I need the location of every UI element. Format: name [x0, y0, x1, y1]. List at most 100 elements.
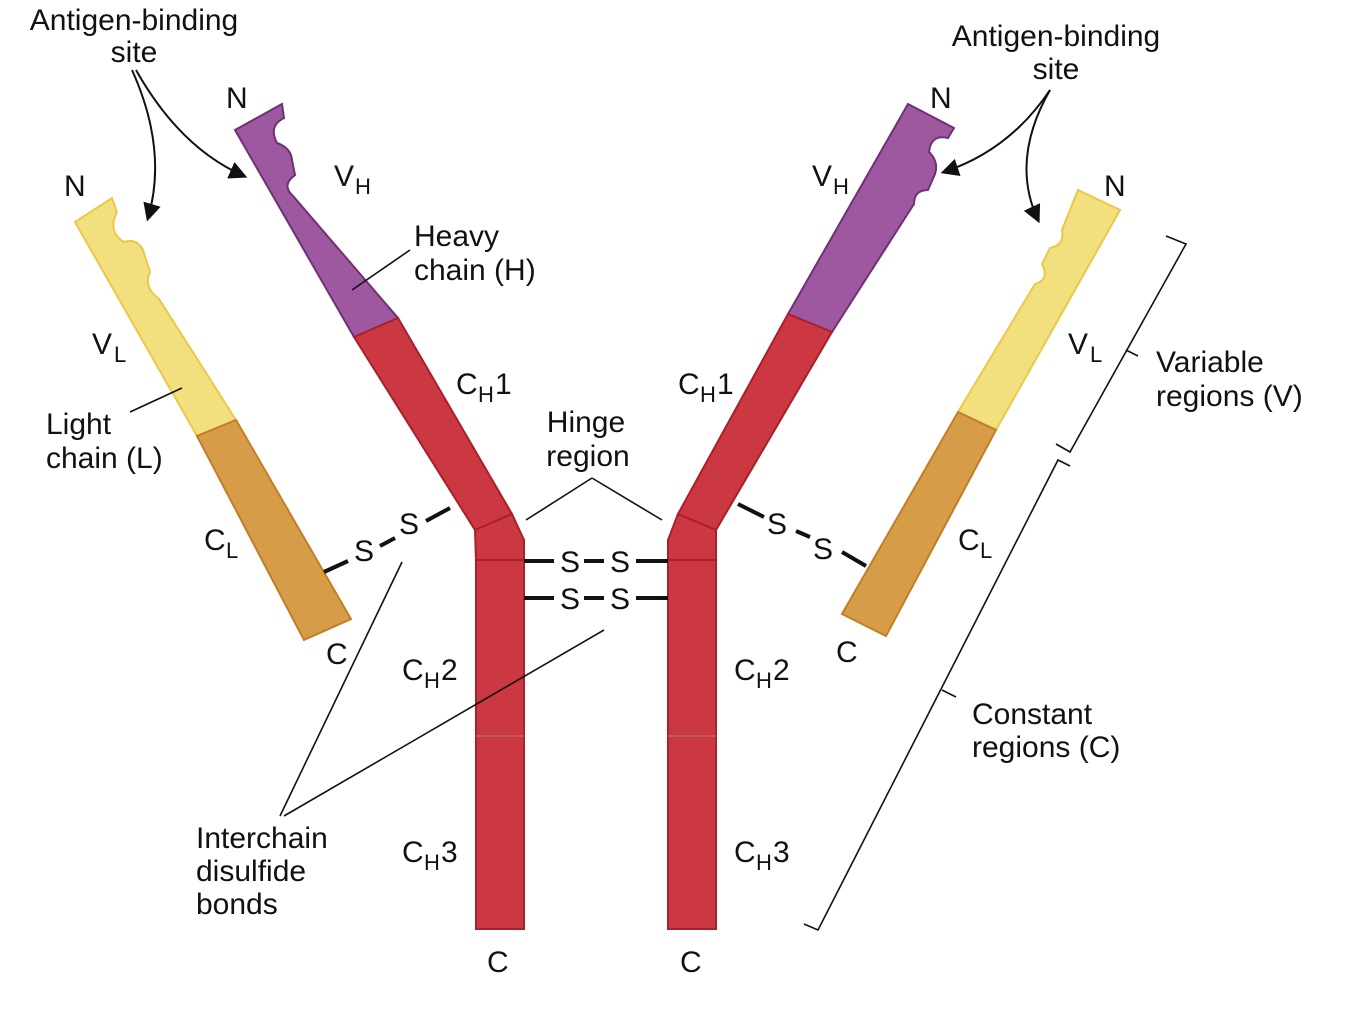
right-heavy-chain-ch2-domain: [667, 559, 717, 737]
curved-arrow-icon: [940, 89, 1051, 176]
svg-text:C: C: [204, 524, 226, 557]
right-heavy-chain-variable-region: [786, 102, 956, 334]
ch3-label-right: C H 3: [734, 836, 790, 875]
svg-text:H: H: [700, 382, 716, 407]
svg-text:V: V: [1068, 328, 1088, 361]
vl-label-left: V L: [92, 328, 126, 367]
heavy-chain-label-line-2: chain (H): [414, 254, 536, 287]
svg-text:H: H: [478, 382, 494, 407]
disulfide-s-hinge-2b: S: [610, 583, 630, 616]
svg-text:C: C: [678, 368, 700, 401]
interchain-disulfide-label-line-1: Interchain: [196, 822, 328, 855]
svg-text:L: L: [114, 342, 126, 367]
disulfide-s-hinge-2a: S: [560, 583, 580, 616]
svg-text:L: L: [980, 538, 992, 563]
left-heavy-chain-ch2-domain: [475, 559, 525, 737]
vh-label-left: V H: [334, 160, 371, 199]
c-terminus-left-heavy: C: [487, 946, 509, 979]
svg-text:L: L: [226, 538, 238, 563]
n-terminus-left-light: N: [64, 170, 86, 203]
left-light-chain-variable-region: [73, 196, 238, 438]
ch3-label-left: C H 3: [402, 836, 458, 875]
svg-text:C: C: [456, 368, 478, 401]
antigen-binding-site-right-line-1: Antigen-binding: [952, 20, 1161, 53]
n-terminus-right-light: N: [1104, 170, 1126, 203]
constant-regions-label-line-2: regions (C): [972, 731, 1120, 764]
leader-lines: [129, 69, 1188, 932]
svg-text:C: C: [734, 654, 756, 687]
left-heavy-chain-hinge-domain: [473, 512, 525, 561]
variable-regions-label-line-1: Variable: [1156, 346, 1264, 379]
left-heavy-chain-ch3-domain: [475, 735, 525, 930]
right-light-chain-constant-region: [840, 410, 998, 638]
antigen-binding-site-left-line-2: site: [111, 36, 158, 69]
hinge-region-label-line-1: Hinge: [547, 406, 625, 439]
light-chain-label-line-2: chain (L): [46, 442, 163, 475]
antigen-binding-site-right-line-2: site: [1033, 53, 1080, 86]
svg-text:C: C: [734, 836, 756, 869]
svg-text:2: 2: [773, 654, 790, 687]
right-heavy-chain-ch1-domain: [676, 312, 834, 532]
svg-text:3: 3: [441, 836, 458, 869]
svg-text:C: C: [958, 524, 980, 557]
ch2-label-left: C H 2: [402, 654, 458, 693]
svg-text:C: C: [402, 836, 424, 869]
heavy-chain-label-line-1: Heavy: [414, 220, 499, 253]
svg-text:1: 1: [717, 368, 734, 401]
disulfide-s-right-2: S: [813, 533, 833, 566]
curved-arrow-icon: [135, 69, 248, 179]
ch1-label-right: C H 1: [678, 368, 734, 407]
interchain-disulfide-label-line-2: disulfide: [196, 855, 306, 888]
disulfide-s-left-1: S: [354, 535, 374, 568]
c-terminus-left-light: C: [326, 638, 348, 671]
cl-label-left: C L: [204, 524, 238, 563]
labels: Antigen-binding site Antigen-binding sit…: [30, 4, 1303, 979]
disulfide-s-hinge-1a: S: [560, 546, 580, 579]
curved-arrow-icon: [131, 69, 161, 222]
left-light-chain-constant-region: [195, 418, 353, 642]
right-light-chain: [840, 188, 1122, 638]
c-terminus-right-heavy: C: [680, 946, 702, 979]
light-chain-label-line-1: Light: [46, 408, 112, 441]
svg-text:H: H: [424, 668, 440, 693]
antigen-binding-site-left-line-1: Antigen-binding: [30, 4, 239, 37]
right-heavy-chain-ch3-domain: [667, 735, 717, 930]
right-heavy-chain: [667, 102, 956, 930]
disulfide-s-hinge-1b: S: [610, 546, 630, 579]
n-terminus-right-heavy: N: [930, 82, 952, 115]
vh-label-right: V H: [812, 160, 849, 199]
disulfide-s-left-2: S: [399, 508, 419, 541]
c-terminus-right-light: C: [836, 636, 858, 669]
ch2-label-right: C H 2: [734, 654, 790, 693]
right-light-chain-variable-region: [956, 188, 1122, 432]
left-light-chain: [73, 196, 353, 642]
left-heavy-chain: [233, 102, 525, 930]
curved-arrow-icon: [1023, 89, 1051, 224]
vl-label-right: V L: [1068, 328, 1102, 367]
svg-text:V: V: [334, 160, 354, 193]
svg-text:H: H: [833, 174, 849, 199]
left-heavy-chain-variable-region: [233, 102, 400, 339]
left-heavy-chain-ch1-domain: [352, 316, 514, 532]
svg-text:H: H: [424, 850, 440, 875]
svg-text:H: H: [756, 668, 772, 693]
ch1-label-left: C H 1: [456, 368, 512, 407]
svg-text:V: V: [812, 160, 832, 193]
svg-text:C: C: [402, 654, 424, 687]
n-terminus-left-heavy: N: [226, 82, 248, 115]
interchain-disulfide-label-line-3: bonds: [196, 888, 278, 921]
cl-label-right: C L: [958, 524, 992, 563]
svg-text:H: H: [756, 850, 772, 875]
svg-text:V: V: [92, 328, 112, 361]
disulfide-bonds: S S S S S S S S: [323, 502, 868, 616]
svg-text:L: L: [1090, 342, 1102, 367]
disulfide-s-right-1: S: [767, 508, 787, 541]
hinge-region-label-line-2: region: [546, 440, 629, 473]
constant-regions-label-line-1: Constant: [972, 698, 1093, 731]
svg-text:3: 3: [773, 836, 790, 869]
variable-regions-label-line-2: regions (V): [1156, 380, 1303, 413]
svg-text:2: 2: [441, 654, 458, 687]
svg-text:H: H: [355, 174, 371, 199]
